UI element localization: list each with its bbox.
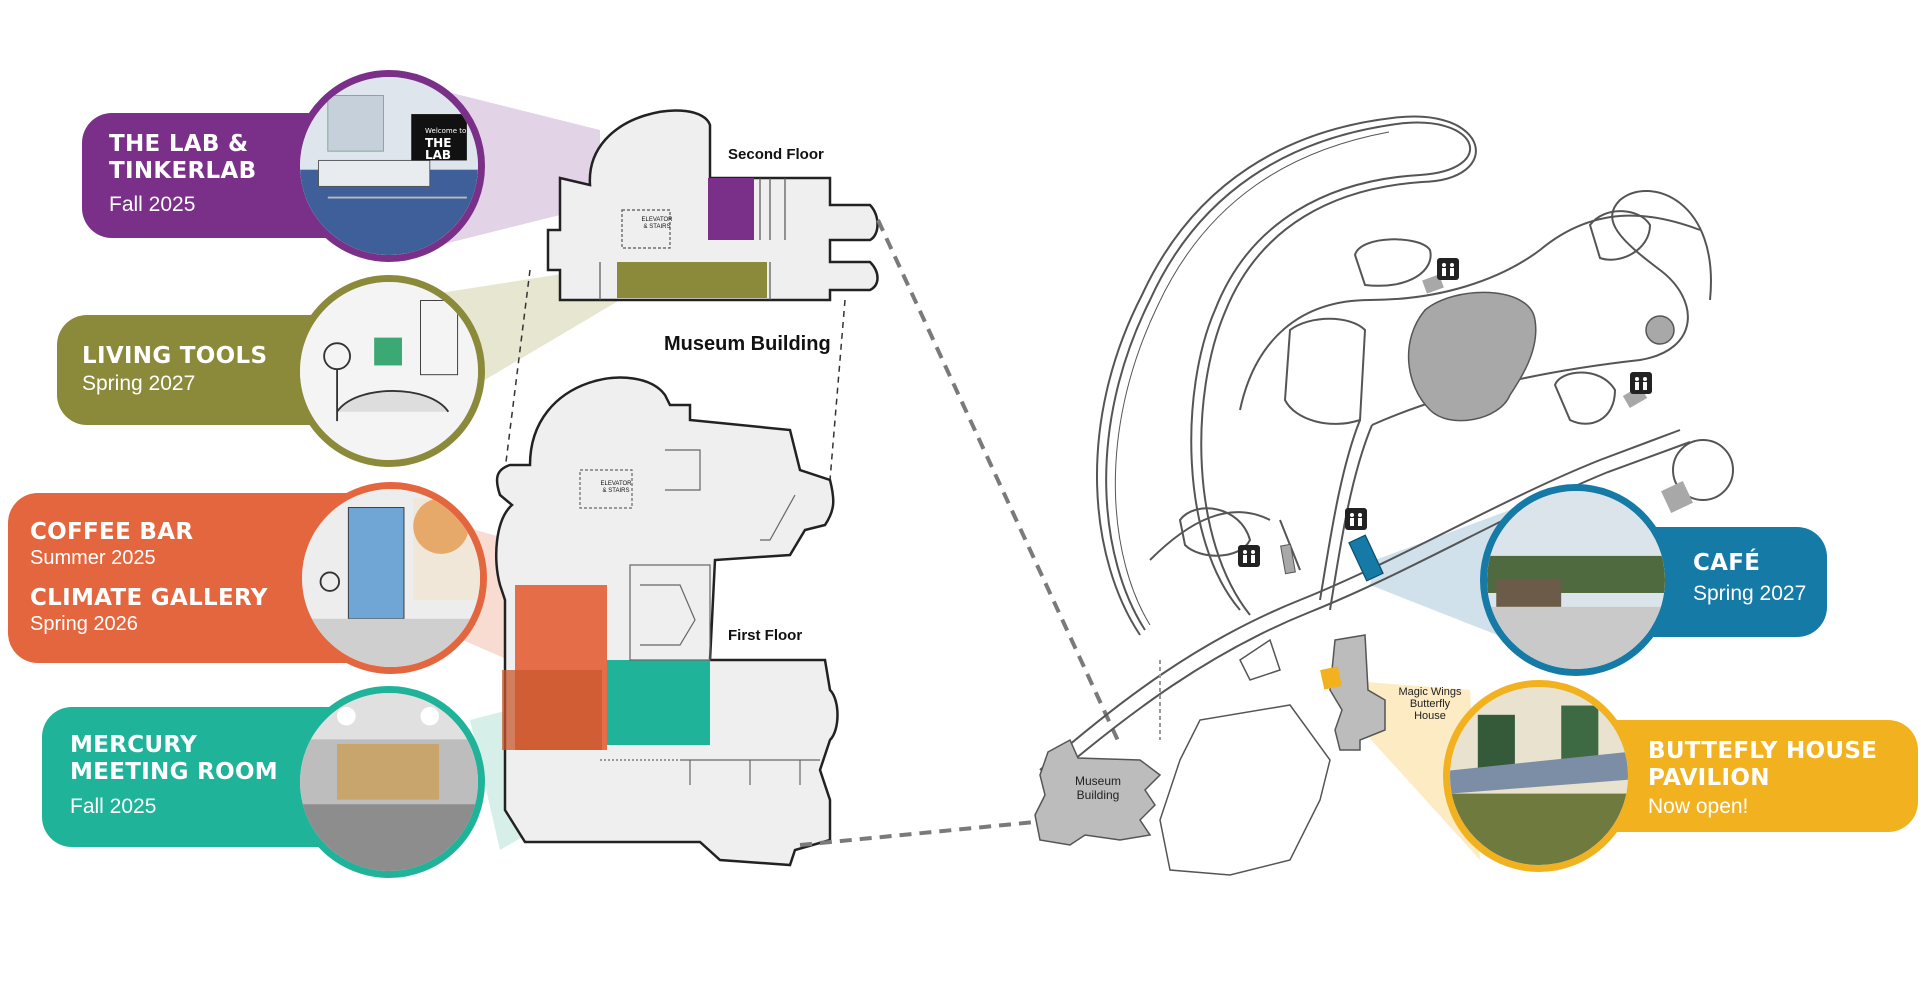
climate-date: Spring 2026 bbox=[30, 613, 138, 635]
second-floor-label: Second Floor bbox=[728, 146, 824, 163]
butterfly-title-line2: PAVILION bbox=[1648, 765, 1770, 791]
butterfly-date: Now open! bbox=[1648, 795, 1749, 818]
cafe-date: Spring 2027 bbox=[1693, 582, 1807, 605]
elevator-label-1f-line2: & STAIRS bbox=[602, 488, 630, 494]
campus-museum-building bbox=[1034, 738, 1162, 846]
living-tools-photo bbox=[293, 275, 485, 467]
campus-butterfly-label-line1: Magic Wings bbox=[1398, 686, 1462, 698]
butterfly-house-building bbox=[1329, 634, 1386, 751]
museum-building-title: Museum Building bbox=[664, 333, 831, 355]
coffee-climate-photo bbox=[295, 482, 487, 674]
campus-gray-block-3 bbox=[1661, 481, 1693, 513]
campus-butterfly-label: Magic Wings Butterfly House bbox=[1385, 686, 1475, 722]
cafe-building bbox=[1348, 534, 1384, 582]
cafe-title: CAFÉ bbox=[1693, 550, 1761, 576]
cafe-connector bbox=[1370, 510, 1510, 640]
living-date: Spring 2027 bbox=[82, 372, 196, 395]
lab-title-line2: TINKERLAB bbox=[109, 158, 257, 184]
first-floor-mercury-area bbox=[607, 660, 710, 745]
butterfly-photo bbox=[1443, 680, 1635, 872]
lab-photo-sign: Welcome to THE LAB bbox=[425, 125, 478, 161]
campus-museum-label-line2: Building bbox=[1076, 788, 1120, 802]
elevator-label-1f-line1: ELEVATOR bbox=[600, 481, 632, 487]
campus-butterfly-label-line2: Butterfly bbox=[1409, 698, 1451, 710]
lab-photo-sign-line1: Welcome to bbox=[425, 127, 467, 135]
campus-butterfly-label-line3: House bbox=[1414, 710, 1446, 722]
lab-photo: Welcome to THE LAB bbox=[293, 70, 485, 262]
coffee-date: Summer 2025 bbox=[30, 547, 156, 569]
mercury-title-line2: MEETING ROOM bbox=[70, 759, 278, 785]
first-floor-coffee-area bbox=[502, 670, 602, 750]
lab-photo-sign-line2: THE LAB bbox=[425, 136, 452, 162]
lab-title-line1: THE LAB & bbox=[109, 131, 249, 157]
mercury-date: Fall 2025 bbox=[70, 795, 157, 818]
campus-museum-label: Museum Building bbox=[1058, 774, 1138, 802]
campus-gray-block-4 bbox=[1280, 543, 1296, 575]
elevator-label-2f: ELEVATOR & STAIRS bbox=[637, 217, 677, 231]
second-floor-living-area bbox=[617, 262, 767, 298]
butterfly-pavilion-building bbox=[1320, 666, 1342, 690]
coffee-title: COFFEE BAR bbox=[30, 519, 194, 545]
mercury-photo bbox=[293, 686, 485, 878]
lab-date: Fall 2025 bbox=[109, 193, 196, 216]
campus-pond bbox=[1407, 291, 1537, 422]
climate-title: CLIMATE GALLERY bbox=[30, 585, 268, 611]
callout-mercury[interactable]: MERCURY MEETING ROOM Fall 2025 bbox=[42, 707, 387, 847]
campus-round-feature bbox=[1645, 315, 1675, 345]
second-floor-lab-area bbox=[708, 178, 754, 240]
butterfly-title-line1: BUTTEFLY HOUSE bbox=[1648, 738, 1878, 764]
elevator-label-1f: ELEVATOR & STAIRS bbox=[596, 481, 636, 495]
cafe-photo bbox=[1480, 484, 1672, 676]
elevator-label-2f-line2: & STAIRS bbox=[643, 224, 671, 230]
campus-museum-label-line1: Museum bbox=[1074, 774, 1121, 788]
elevator-label-2f-line1: ELEVATOR bbox=[641, 217, 673, 223]
living-title: LIVING TOOLS bbox=[82, 343, 268, 369]
first-floor-label: First Floor bbox=[728, 627, 803, 644]
mercury-title-line1: MERCURY bbox=[70, 732, 198, 758]
